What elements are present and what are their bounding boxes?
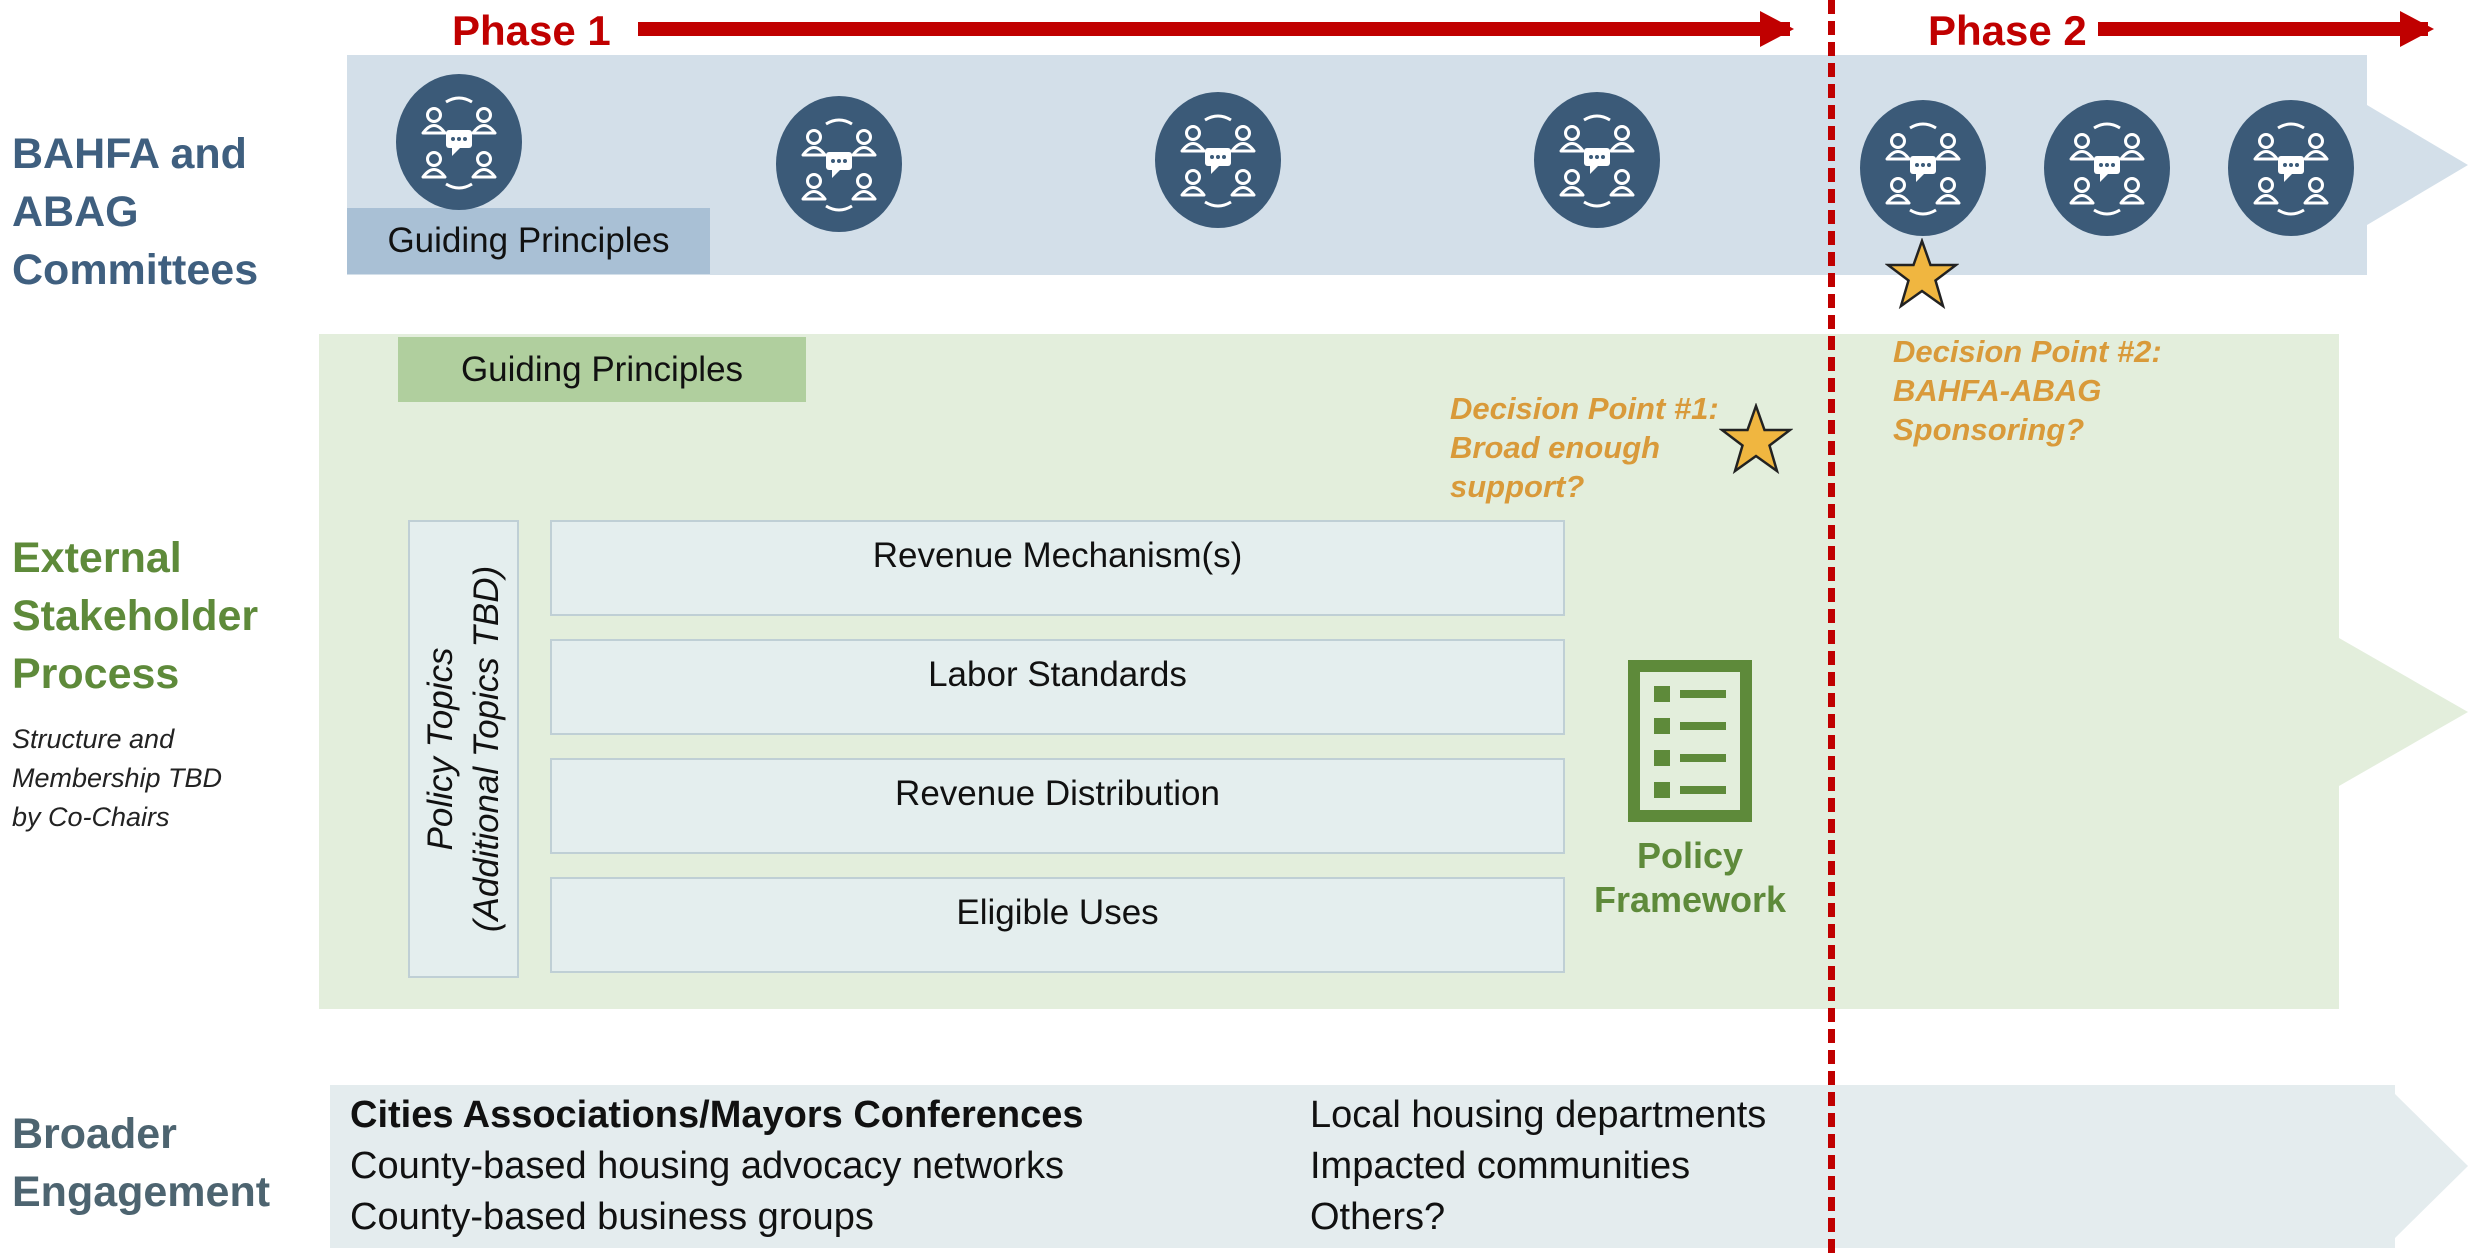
engagement-item-communities: Impacted communities xyxy=(1310,1145,1691,1187)
decision-1-line-1: Decision Point #1: xyxy=(1450,391,1719,426)
engagement-band-arrow xyxy=(2395,1094,2468,1238)
phase-1-arrow-head xyxy=(1760,11,1794,47)
phase-divider xyxy=(1828,0,1835,1253)
topic-label: Revenue Distribution xyxy=(895,774,1220,813)
committees-guiding-principles: Guiding Principles xyxy=(347,208,710,274)
phase-1-arrow-line xyxy=(638,22,1790,36)
engagement-band xyxy=(330,1085,2395,1248)
stakeholder-row-label: External Stakeholder Process xyxy=(12,529,258,703)
topic-revenue-mechanisms: Revenue Mechanism(s) xyxy=(550,520,1565,616)
meeting-people-chat-icon xyxy=(1860,100,1986,236)
topic-eligible-uses: Eligible Uses xyxy=(550,877,1565,973)
meeting-people-chat-icon xyxy=(396,74,522,210)
stakeholder-label-line-1: External xyxy=(12,534,182,582)
phase-2-arrow-head xyxy=(2400,11,2434,47)
decision-point-1: Decision Point #1: Broad enough support? xyxy=(1450,389,1719,506)
engagement-label-line-1: Broader xyxy=(12,1110,177,1158)
checklist-document-icon xyxy=(1628,660,1752,822)
decision-1-line-3: support? xyxy=(1450,469,1585,504)
star-icon xyxy=(1719,403,1793,475)
decision-point-2: Decision Point #2: BAHFA-ABAG Sponsoring… xyxy=(1893,332,2162,449)
stakeholder-note-line-1: Structure and xyxy=(12,724,175,754)
engagement-label-line-2: Engagement xyxy=(12,1168,271,1216)
committees-row-label: BAHFA and ABAG Committees xyxy=(12,125,258,299)
topic-label: Labor Standards xyxy=(928,655,1187,694)
committees-label-line-3: Committees xyxy=(12,246,259,294)
meeting-people-chat-icon xyxy=(1534,92,1660,228)
stakeholder-band-arrow xyxy=(2339,638,2468,786)
phase-2-title: Phase 2 xyxy=(1928,7,2087,54)
stakeholder-label-line-2: Stakeholder xyxy=(12,592,259,640)
engagement-item-advocacy: County-based housing advocacy networks xyxy=(350,1145,1064,1187)
committees-label-line-2: ABAG xyxy=(12,188,139,236)
engagement-item-business: County-based business groups xyxy=(350,1196,874,1238)
engagement-item-housing-depts: Local housing departments xyxy=(1310,1094,1767,1136)
policy-framework-label: Policy Framework xyxy=(1580,834,1800,922)
meeting-people-chat-icon xyxy=(2044,100,2170,236)
framework-line-2: Framework xyxy=(1593,879,1787,920)
meeting-people-chat-icon xyxy=(776,96,902,232)
phase-1-title: Phase 1 xyxy=(452,7,611,54)
decision-1-line-2: Broad enough xyxy=(1450,430,1661,465)
engagement-row-label: Broader Engagement xyxy=(12,1105,270,1221)
decision-2-line-1: Decision Point #2: xyxy=(1893,334,2162,369)
phase-2-arrow-line xyxy=(2098,22,2428,36)
framework-line-1: Policy xyxy=(1636,835,1744,876)
policy-topics-line-2: (Additional Topics TBD) xyxy=(466,565,506,933)
stakeholder-note-line-2: Membership TBD xyxy=(12,763,223,793)
engagement-right-list: Local housing departments Impacted commu… xyxy=(1310,1090,1766,1243)
stakeholder-note: Structure and Membership TBD by Co-Chair… xyxy=(12,720,222,837)
committees-band-arrow xyxy=(2367,105,2468,225)
topic-label: Eligible Uses xyxy=(956,893,1159,932)
topic-labor-standards: Labor Standards xyxy=(550,639,1565,735)
stakeholder-guiding-principles: Guiding Principles xyxy=(398,337,806,402)
engagement-item-cities: Cities Associations/Mayors Conferences xyxy=(350,1094,1084,1136)
policy-topics-box: Policy Topics (Additional Topics TBD) xyxy=(408,520,519,978)
star-icon xyxy=(1885,238,1959,310)
decision-2-line-3: Sponsoring? xyxy=(1893,412,2085,447)
meeting-people-chat-icon xyxy=(1155,92,1281,228)
topic-revenue-distribution: Revenue Distribution xyxy=(550,758,1565,854)
engagement-item-others: Others? xyxy=(1310,1196,1446,1238)
stakeholder-note-line-3: by Co-Chairs xyxy=(12,802,170,832)
stakeholder-label-line-3: Process xyxy=(12,650,180,698)
engagement-left-list: Cities Associations/Mayors Conferences C… xyxy=(350,1090,1084,1243)
policy-topics-label: Policy Topics (Additional Topics TBD) xyxy=(418,566,510,932)
policy-topics-line-1: Policy Topics xyxy=(420,647,460,851)
decision-2-line-2: BAHFA-ABAG xyxy=(1893,373,2102,408)
meeting-people-chat-icon xyxy=(2228,100,2354,236)
committees-label-line-1: BAHFA and xyxy=(12,130,247,178)
topic-label: Revenue Mechanism(s) xyxy=(872,536,1243,575)
